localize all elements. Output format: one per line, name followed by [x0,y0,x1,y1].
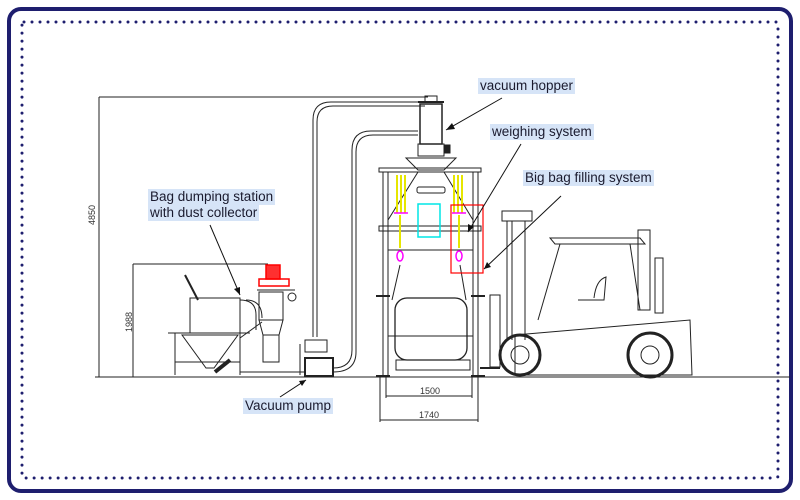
label-vacuum-pump: Vacuum pump [243,398,334,414]
dust-collector-motor [258,264,290,287]
conveying-pipe-material [312,101,425,337]
dimension-dumping-height [132,263,268,377]
hooks [394,212,466,262]
label-dust-collector: with dust collector [148,205,260,221]
bag-dumping-station [168,274,263,375]
arrow-weighing-system [467,143,522,233]
big-bag-filling-frame [376,157,485,377]
label-weighing-system: weighing system [490,124,594,140]
conveying-pipe-vacuum [332,130,418,373]
load-cells [396,175,463,248]
arrow-vacuum-hopper [445,97,503,131]
dimension-label-4850: 4850 [87,205,97,225]
arrow-big-bag-filling [483,195,562,270]
label-big-bag-filling-system: Big bag filling system [523,170,654,186]
dimension-label-1500: 1500 [420,386,440,396]
weighing-frame [417,203,441,238]
label-bag-dumping-station: Bag dumping station [148,189,276,205]
arrow-bag-dumping [209,224,241,296]
dimension-label-1988: 1988 [124,312,134,332]
vacuum-pump [240,339,334,377]
label-vacuum-hopper: vacuum hopper [478,78,576,94]
dimension-label-1740: 1740 [419,410,439,420]
dust-collector [257,289,297,363]
dotted-inner-border [20,20,780,480]
filling-highlight [450,204,484,274]
dimension-total-height [98,96,428,377]
outer-border [7,7,793,493]
big-bag [394,297,468,361]
vacuum-hopper [417,95,451,157]
dimension-inner-width [385,377,473,398]
dimension-outer-width [379,377,479,422]
forklift [480,210,693,379]
